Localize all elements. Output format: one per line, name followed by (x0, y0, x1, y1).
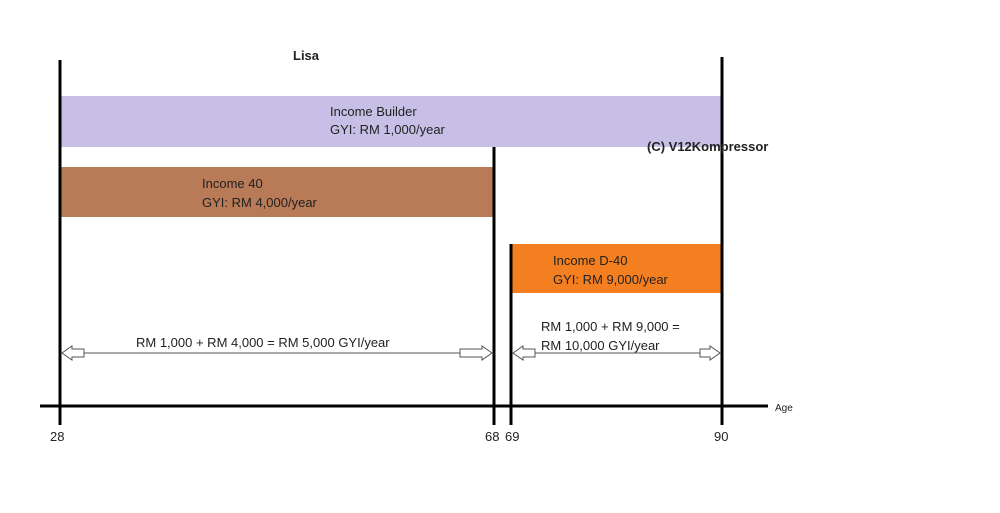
income-builder-name: Income Builder (330, 104, 417, 119)
chart-title: Lisa (293, 48, 320, 63)
income-40-gyi: GYI: RM 4,000/year (202, 195, 317, 210)
income-builder-bar (61, 96, 722, 147)
span-arrow-69-90 (512, 345, 721, 361)
tick-28: 28 (50, 429, 65, 444)
span-2-label-line1: RM 1,000 + RM 9,000 = (541, 319, 680, 334)
span-2-label-line2: RM 10,000 GYI/year (541, 338, 660, 353)
income-40-bar (61, 167, 494, 217)
income-40-name: Income 40 (202, 176, 263, 191)
income-d40-bar (512, 244, 722, 293)
tick-69: 69 (505, 429, 520, 444)
span-1-label: RM 1,000 + RM 4,000 = RM 5,000 GYI/year (136, 335, 390, 350)
tick-68: 68 (485, 429, 500, 444)
income-d40-name: Income D-40 (553, 253, 628, 268)
income-builder-gyi: GYI: RM 1,000/year (330, 122, 445, 137)
span-arrow-28-68 (61, 345, 493, 361)
credit-text: (C) V12Kompressor (647, 139, 769, 154)
axis-label: Age (775, 403, 793, 414)
income-d40-gyi: GYI: RM 9,000/year (553, 272, 668, 287)
tick-90: 90 (714, 429, 729, 444)
